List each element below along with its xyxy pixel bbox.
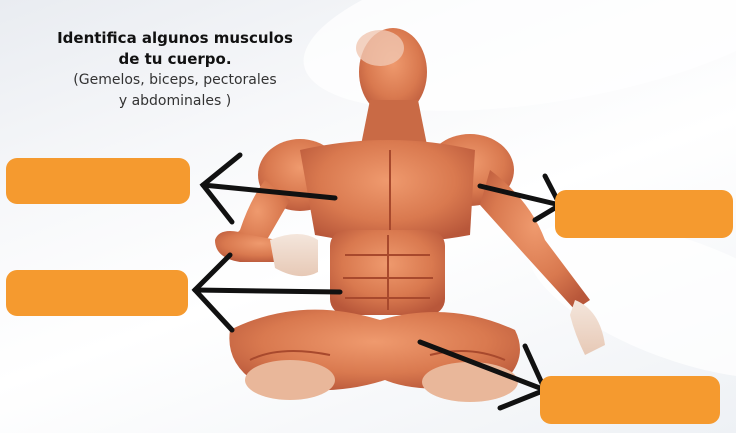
answer-box-lower-right[interactable] xyxy=(540,376,720,424)
answer-box-lower-left[interactable] xyxy=(6,270,188,316)
answer-box-upper-left[interactable] xyxy=(6,158,190,204)
answer-box-upper-right[interactable] xyxy=(555,190,733,238)
